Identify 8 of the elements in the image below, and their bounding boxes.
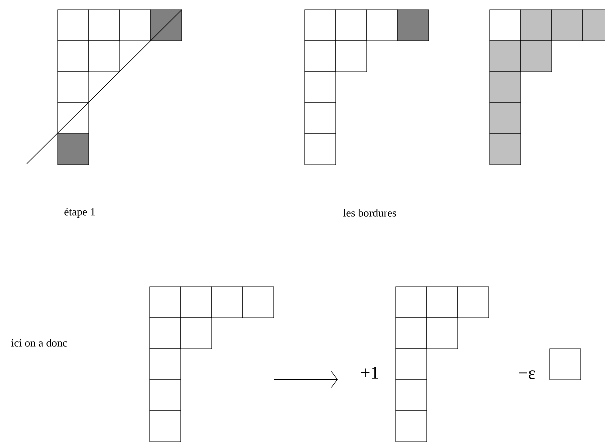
caption-label: les bordures <box>344 209 396 217</box>
young-diagram-drawing <box>150 286 274 442</box>
arrow <box>274 371 338 388</box>
term-label: −ε <box>519 370 536 380</box>
text-label: ici on a donc <box>11 339 68 347</box>
term-label: +1 <box>361 367 378 379</box>
step-label: étape 1 <box>64 208 96 218</box>
young-diagram-drawing <box>361 286 490 442</box>
